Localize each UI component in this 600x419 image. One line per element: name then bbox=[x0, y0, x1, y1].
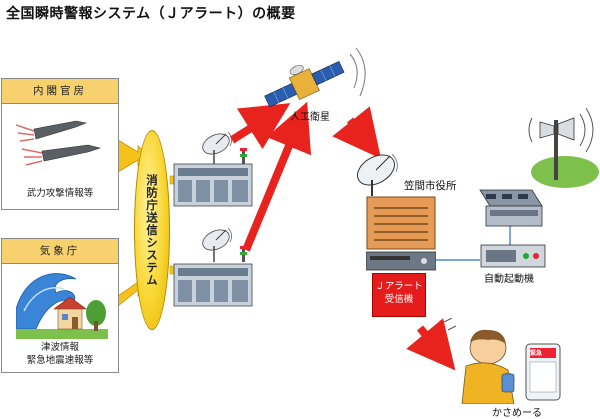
satellite-dish-icon bbox=[202, 227, 232, 262]
red-arrow-receiver-phone bbox=[406, 318, 456, 371]
auto-start-device-icon bbox=[480, 244, 546, 268]
signal-tower-icon bbox=[240, 148, 247, 164]
phone-service-label: かさめーる bbox=[492, 408, 542, 419]
source-jma-box: 気象庁 津波情報 緊急地震速報等 bbox=[1, 238, 119, 373]
satellite-dish-icon bbox=[202, 131, 232, 164]
source-jma-caption-1: 津波情報 bbox=[40, 342, 79, 353]
auto-start-label: 自動起動機 bbox=[484, 274, 534, 285]
ground-station-2 bbox=[173, 227, 253, 307]
cityhall-building-icon bbox=[366, 196, 436, 271]
receiver-label-2: 受信機 bbox=[384, 294, 414, 305]
control-console-icon bbox=[479, 189, 543, 227]
cityhall-dish-icon bbox=[357, 153, 398, 196]
source-cabinet-caption: 武力攻撃情報等 bbox=[26, 188, 94, 199]
speaker-tower-icon bbox=[528, 107, 599, 188]
server-rack-icon bbox=[173, 263, 253, 307]
server-rack-icon bbox=[173, 163, 253, 207]
fdma-label: 消防庁送信システム bbox=[145, 173, 159, 287]
red-arrow-station2-satellite bbox=[242, 101, 312, 252]
red-arrow-station1-satellite bbox=[229, 103, 291, 150]
satellite-label: 人工衛星 bbox=[290, 112, 330, 123]
satellite-icon bbox=[264, 47, 366, 108]
missile-icon bbox=[16, 120, 102, 166]
phone-screen-text: 緊急 bbox=[530, 350, 543, 357]
page-title: 全国瞬時警報システム（Ｊアラート）の概要 bbox=[6, 6, 296, 22]
red-arrow-satellite-cityhall bbox=[332, 106, 381, 159]
person-with-phone-icon bbox=[444, 318, 561, 404]
source-cabinet-box: 内閣官房 武力攻撃情報等 bbox=[1, 78, 119, 210]
source-jma-header: 気象庁 bbox=[2, 239, 118, 264]
tsunami-house-icon bbox=[16, 273, 108, 339]
signal-tower-icon bbox=[240, 246, 247, 262]
fdma-transmission-system: 消防庁送信システム bbox=[134, 130, 170, 330]
source-jma-caption-2: 緊急地震速報等 bbox=[26, 355, 94, 366]
jalert-receiver: Ｊアラート 受信機 bbox=[372, 273, 426, 317]
ground-station-1 bbox=[173, 131, 253, 207]
receiver-label-1: Ｊアラート bbox=[375, 281, 423, 292]
cityhall-label: 笠間市役所 bbox=[404, 180, 457, 192]
source-cabinet-header: 内閣官房 bbox=[2, 79, 118, 104]
